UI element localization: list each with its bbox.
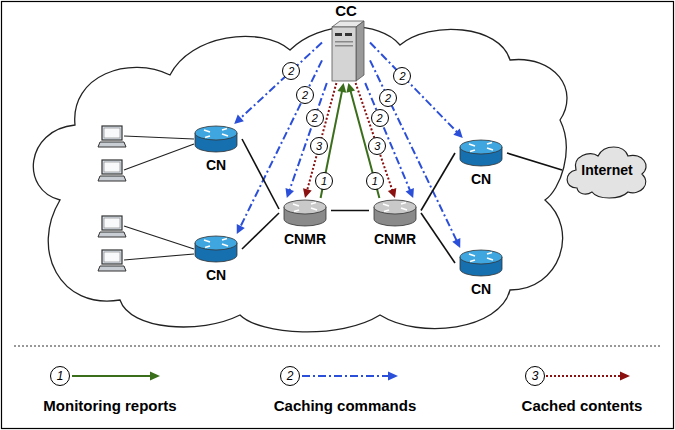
legend-separator xyxy=(14,346,661,347)
legend-text: Caching commands xyxy=(274,397,417,414)
cache-node-router: CN xyxy=(190,234,242,284)
node-label: CNMR xyxy=(369,231,421,248)
network-link xyxy=(331,210,369,211)
legend-sample xyxy=(72,372,160,381)
network-link xyxy=(507,153,562,170)
callout-number: 2 xyxy=(371,109,389,127)
legend-text: Monitoring reports xyxy=(43,397,176,414)
host-computer xyxy=(98,160,126,181)
monitoring-router: CNMR xyxy=(279,198,331,248)
cache-node-router: CN xyxy=(190,124,242,174)
callout-number: 3 xyxy=(525,366,545,386)
network-link xyxy=(242,139,279,209)
node-label: CC xyxy=(322,2,370,19)
node-label: CN xyxy=(190,157,242,174)
host-computer xyxy=(98,126,126,147)
caching-command-arrow xyxy=(365,83,414,198)
network-link xyxy=(421,213,455,263)
node-label: CN xyxy=(190,267,242,284)
callout-number: 1 xyxy=(366,172,384,190)
callout-number: 2 xyxy=(306,109,324,127)
network-link xyxy=(242,213,279,249)
cache-node-router: CN xyxy=(455,248,507,298)
legend-sample xyxy=(302,372,398,381)
node-label: CNMR xyxy=(279,231,331,248)
callout-number: 1 xyxy=(315,172,333,190)
callout-number: 2 xyxy=(280,366,300,386)
legend-sample xyxy=(546,372,630,381)
internet-cloud: Internet xyxy=(562,140,652,200)
node-label: CN xyxy=(455,171,507,188)
node-label: Internet xyxy=(581,162,632,179)
legend-text: Cached contents xyxy=(522,397,643,414)
cache-node-router: CN xyxy=(455,138,507,188)
network-cloud xyxy=(33,27,567,332)
monitoring-router: CNMR xyxy=(369,198,421,248)
cache-controller: CC xyxy=(322,2,370,83)
host-wires xyxy=(124,136,194,260)
cached-content-arrow xyxy=(356,83,397,198)
host-computer xyxy=(98,216,126,237)
node-label: CN xyxy=(455,281,507,298)
callout-number: 2 xyxy=(296,86,314,104)
callout-number: 2 xyxy=(379,89,397,107)
caching-command-arrow xyxy=(370,43,463,139)
network-link xyxy=(421,153,455,211)
host-computer xyxy=(98,250,126,271)
callout-number: 1 xyxy=(50,366,70,386)
